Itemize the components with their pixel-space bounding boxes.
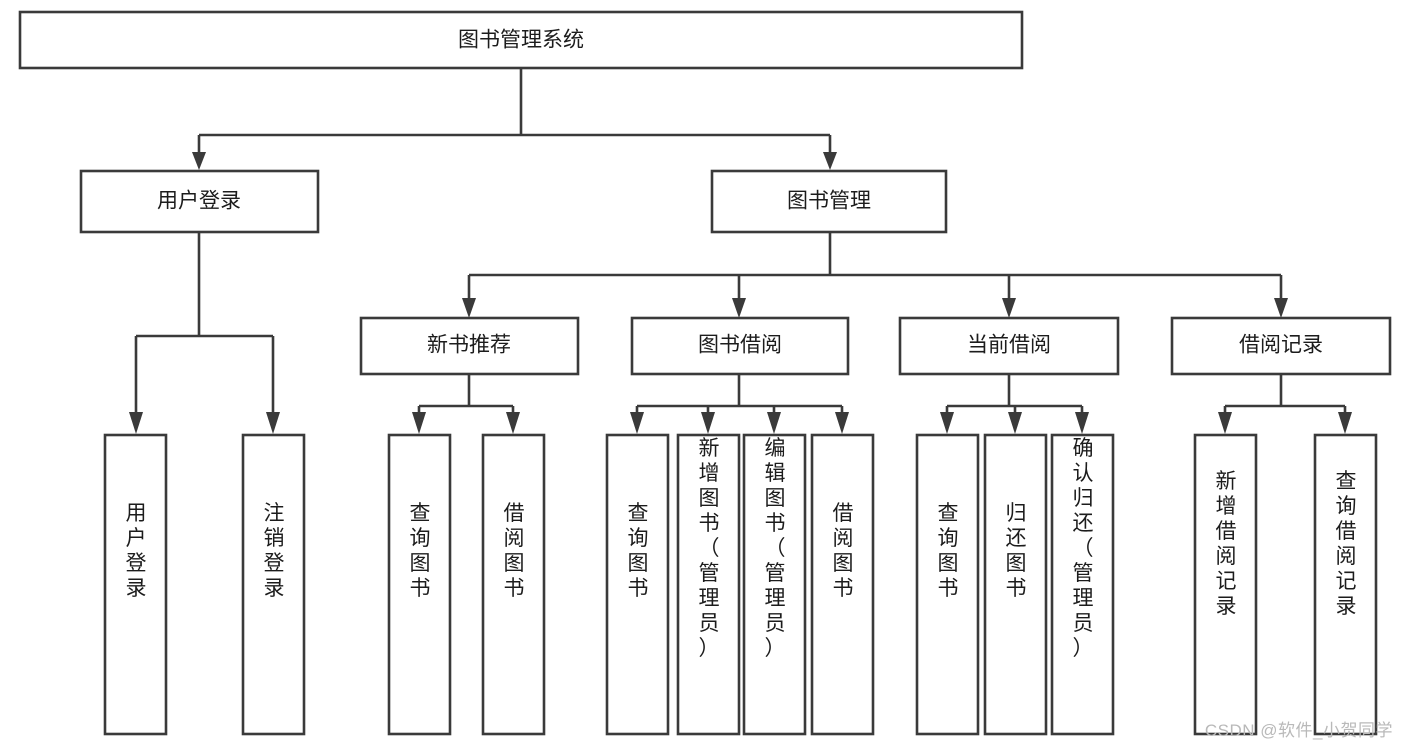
node-new-book-recommend-label: 新书推荐	[427, 334, 511, 357]
arrowhead-nb-leaf-1	[412, 412, 426, 434]
leaf-node[interactable]: 用户登录	[103, 433, 168, 736]
arrowhead-borrow-record	[1274, 298, 1288, 318]
arrowhead-current-borrow	[1002, 298, 1016, 318]
node-current-borrow-box[interactable]	[898, 316, 1120, 376]
leaf-nb-query-book-label: 查询图书	[410, 502, 431, 600]
node-book-management[interactable]: 图书管理	[710, 169, 948, 234]
arrowhead-new-book	[462, 298, 476, 318]
node-borrow-record[interactable]: 借阅记录	[1170, 316, 1392, 376]
leaf-node[interactable]: 借阅图书	[481, 433, 546, 736]
arrowhead-leaf-logout	[266, 412, 280, 434]
node-new-book-recommend-box[interactable]	[359, 316, 580, 376]
leaf-node[interactable]: 查询图书	[387, 433, 452, 736]
leaf-user-login-label: 用户登录	[126, 502, 147, 600]
node-book-borrow-box[interactable]	[630, 316, 850, 376]
leaf-node[interactable]: 注销登录	[241, 433, 306, 736]
node-new-book-recommend[interactable]: 新书推荐	[359, 316, 580, 376]
node-user-login-box[interactable]	[79, 169, 320, 234]
leaf-logout-label: 注销登录	[264, 502, 285, 600]
node-root-label: 图书管理系统	[458, 29, 584, 52]
leaf-cb-confirm-return-box[interactable]	[1050, 433, 1115, 736]
leaf-logout-box[interactable]	[241, 433, 306, 736]
node-borrow-record-box[interactable]	[1170, 316, 1392, 376]
arrowhead-leaf-user-login	[129, 412, 143, 434]
node-current-borrow-label: 当前借阅	[967, 334, 1051, 357]
leaf-node[interactable]: 编辑图书（管理员）	[742, 433, 807, 736]
leaf-nb-borrow-book-box[interactable]	[481, 433, 546, 736]
leaf-node[interactable]: 归还图书	[983, 433, 1048, 736]
leaf-node[interactable]: 借阅图书	[810, 433, 875, 736]
leaf-node[interactable]: 查询图书	[605, 433, 670, 736]
leaf-nb-borrow-book-label: 借阅图书	[504, 502, 525, 600]
leaf-br-add-record-box[interactable]	[1193, 433, 1258, 736]
leaf-bb-query-book-box[interactable]	[605, 433, 670, 736]
node-book-management-box[interactable]	[710, 169, 948, 234]
arrowhead-cb-leaf-2	[1008, 412, 1022, 434]
arrowhead-book-manage	[823, 152, 837, 170]
node-book-borrow[interactable]: 图书借阅	[630, 316, 850, 376]
leaf-node[interactable]: 新增图书（管理员）	[676, 433, 741, 736]
leaf-br-query-record-box[interactable]	[1313, 433, 1378, 736]
arrowhead-cb-leaf-3	[1075, 412, 1089, 434]
arrowhead-bb-leaf-1	[630, 412, 644, 434]
node-root[interactable]: 图书管理系统	[18, 10, 1024, 70]
node-book-borrow-label: 图书借阅	[698, 334, 782, 357]
connector-layer	[129, 68, 1352, 434]
leaf-bb-add-book-label: 新增图书（管理员）	[699, 437, 720, 660]
leaf-cb-return-book-label: 归还图书	[1006, 502, 1027, 600]
leaf-node[interactable]: 查询借阅记录	[1313, 433, 1378, 736]
leaf-br-query-record-label: 查询借阅记录	[1336, 470, 1357, 618]
arrowhead-br-leaf-2	[1338, 412, 1352, 434]
leaf-bb-edit-book-label: 编辑图书（管理员）	[765, 437, 786, 660]
leaf-cb-confirm-return-label: 确认归还（管理员）	[1073, 437, 1094, 660]
arrowhead-br-leaf-1	[1218, 412, 1232, 434]
node-borrow-record-label: 借阅记录	[1239, 334, 1323, 357]
arrowhead-bb-leaf-4	[835, 412, 849, 434]
arrowhead-nb-leaf-2	[506, 412, 520, 434]
leaf-bb-query-book-label: 查询图书	[628, 502, 649, 600]
node-user-login-label: 用户登录	[157, 190, 241, 213]
arrowhead-bb-leaf-3	[767, 412, 781, 434]
leaf-node[interactable]: 确认归还（管理员）	[1050, 433, 1115, 736]
leaf-user-login-box[interactable]	[103, 433, 168, 736]
leaf-bb-borrow-book-label: 借阅图书	[833, 502, 854, 600]
arrowhead-bb-leaf-2	[701, 412, 715, 434]
arrowhead-user-login	[192, 152, 206, 170]
leaf-cb-query-book-box[interactable]	[915, 433, 980, 736]
leaf-node[interactable]: 新增借阅记录	[1193, 433, 1258, 736]
leaf-bb-edit-book-box[interactable]	[742, 433, 807, 736]
leaf-bb-add-book-box[interactable]	[676, 433, 741, 736]
leaf-bb-borrow-book-box[interactable]	[810, 433, 875, 736]
leaf-cb-query-book-label: 查询图书	[938, 502, 959, 600]
arrowhead-book-borrow	[732, 298, 746, 318]
node-root-box[interactable]	[18, 10, 1024, 70]
arrowhead-cb-leaf-1	[940, 412, 954, 434]
leaf-cb-return-book-box[interactable]	[983, 433, 1048, 736]
leaf-node[interactable]: 查询图书	[915, 433, 980, 736]
node-current-borrow[interactable]: 当前借阅	[898, 316, 1120, 376]
node-book-management-label: 图书管理	[787, 190, 871, 213]
node-user-login[interactable]: 用户登录	[79, 169, 320, 234]
leaf-nb-query-book-box[interactable]	[387, 433, 452, 736]
leaf-br-add-record-label: 新增借阅记录	[1216, 470, 1237, 618]
